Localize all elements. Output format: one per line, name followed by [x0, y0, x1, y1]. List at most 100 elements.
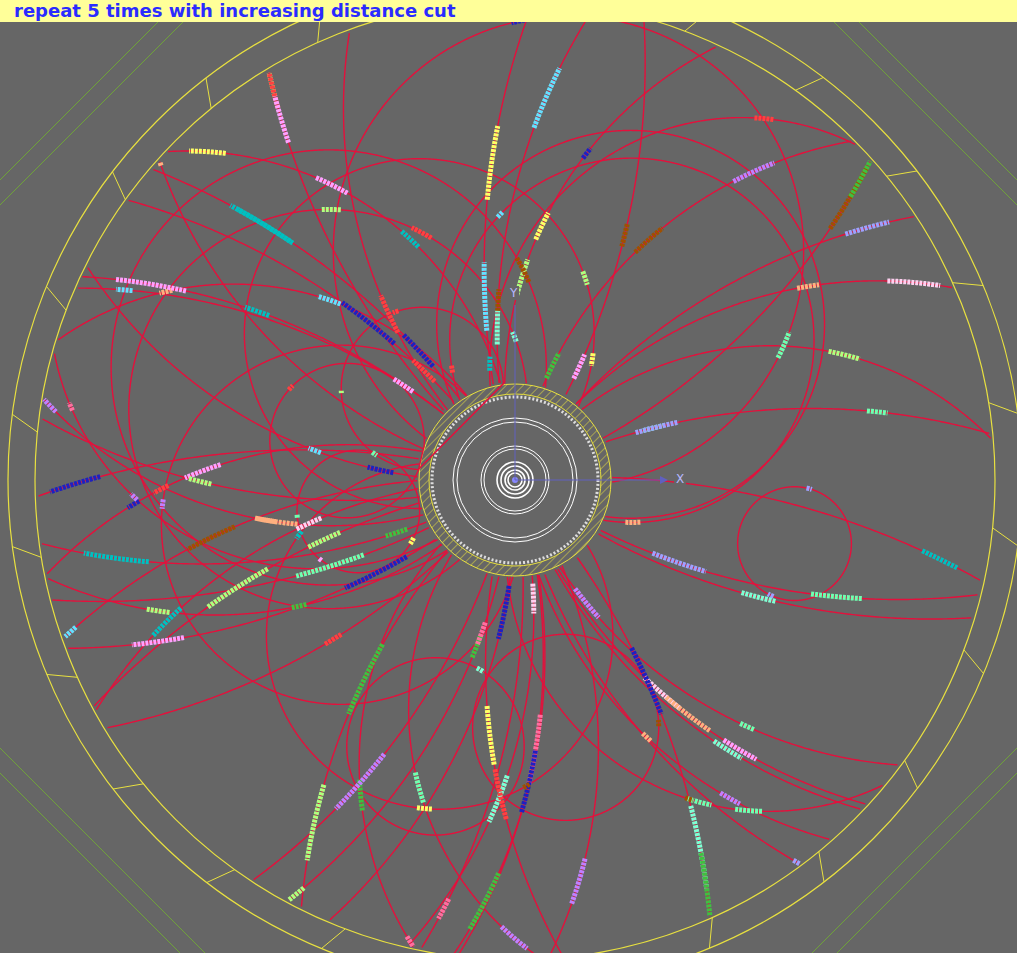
hit-segment [793, 860, 799, 864]
hit-segment [778, 332, 789, 358]
hit-segment [318, 296, 341, 304]
hit-segment [583, 148, 591, 158]
frame-line [837, 0, 1017, 180]
hit-segment [636, 422, 679, 432]
track [58, 284, 467, 396]
hit-segment [368, 467, 394, 473]
hit-segment [413, 360, 435, 381]
track [576, 281, 952, 404]
track [359, 544, 441, 947]
hit-segment [656, 720, 661, 726]
hit-segment [691, 806, 707, 889]
axis-label: X [674, 472, 686, 486]
track [577, 217, 914, 404]
hit-segment [635, 228, 662, 252]
track [582, 346, 991, 439]
hit-segment [84, 553, 149, 562]
hit-segment [381, 295, 398, 332]
hit-segment [922, 551, 957, 568]
hit-segment [536, 213, 549, 240]
track [129, 200, 454, 401]
hit-segment [666, 697, 709, 730]
hit-segment [296, 518, 321, 529]
track [153, 170, 459, 398]
track [566, 20, 645, 395]
hit-segment [116, 289, 133, 290]
frame-line [0, 0, 205, 205]
hit-segment [415, 773, 423, 803]
ring-sector [47, 674, 78, 677]
ring-sector [321, 929, 345, 949]
hit-segment [495, 311, 500, 345]
hit-segment [307, 785, 324, 861]
track [160, 162, 423, 449]
hit-segment [583, 271, 587, 284]
track [88, 268, 418, 477]
hit-segment [309, 448, 321, 453]
hit-segment [533, 584, 534, 614]
hit-segment [438, 899, 448, 919]
hit-segment [410, 538, 413, 544]
hit-segment [469, 873, 499, 930]
hit-segment [574, 355, 585, 379]
track [96, 489, 418, 710]
track [437, 130, 825, 518]
ring-sector [12, 547, 41, 558]
hit-segment [159, 290, 172, 293]
frame-line [812, 748, 1017, 953]
hit-segment [146, 609, 170, 612]
track [577, 558, 710, 916]
hit-segment [296, 531, 301, 538]
hit-segment [207, 569, 268, 608]
ring-sector [953, 283, 984, 286]
hit-segment [393, 379, 413, 392]
hit-segment [498, 211, 504, 217]
hit-segment [487, 706, 494, 765]
track [454, 575, 545, 953]
track [555, 570, 860, 809]
track [333, 16, 803, 482]
track [38, 450, 418, 496]
track [460, 575, 544, 953]
hit-segment [189, 151, 226, 153]
hit-segment [714, 741, 742, 758]
track [65, 481, 417, 637]
hit-segment [572, 859, 585, 904]
hit-segment [591, 353, 593, 365]
hit-segment [230, 205, 293, 243]
track [266, 464, 612, 809]
ring-sector [993, 528, 1017, 546]
hit-segment [523, 784, 530, 788]
track [539, 575, 830, 839]
track [450, 158, 814, 522]
frame-line [812, 0, 1017, 205]
axis-arrow [660, 476, 668, 484]
hit-segment [295, 514, 300, 518]
frame-line [0, 748, 205, 953]
track [558, 569, 865, 804]
hit-segment [498, 586, 509, 639]
ring-sector [12, 414, 37, 432]
ring-sector [795, 77, 823, 90]
hit-segment [811, 594, 862, 599]
hit-segment [245, 307, 269, 315]
hit-segment [501, 927, 527, 949]
hit-segment [652, 553, 705, 571]
track [603, 161, 870, 438]
hits [44, 19, 957, 949]
hit-segment [403, 334, 433, 366]
hit-segment [487, 126, 497, 200]
hit-segment [50, 477, 100, 492]
x-axis [515, 480, 660, 481]
hit-segment [407, 936, 413, 946]
hit-segment [154, 486, 169, 493]
hit-segment [807, 488, 812, 489]
hit-segment [132, 638, 184, 645]
hit-segment [69, 403, 72, 411]
hit-segment [296, 555, 363, 576]
hit-segment [521, 751, 535, 813]
hit-segment [289, 888, 304, 900]
hit-segment [887, 281, 940, 286]
hit-segment [345, 557, 407, 588]
frame-line [837, 773, 1017, 953]
